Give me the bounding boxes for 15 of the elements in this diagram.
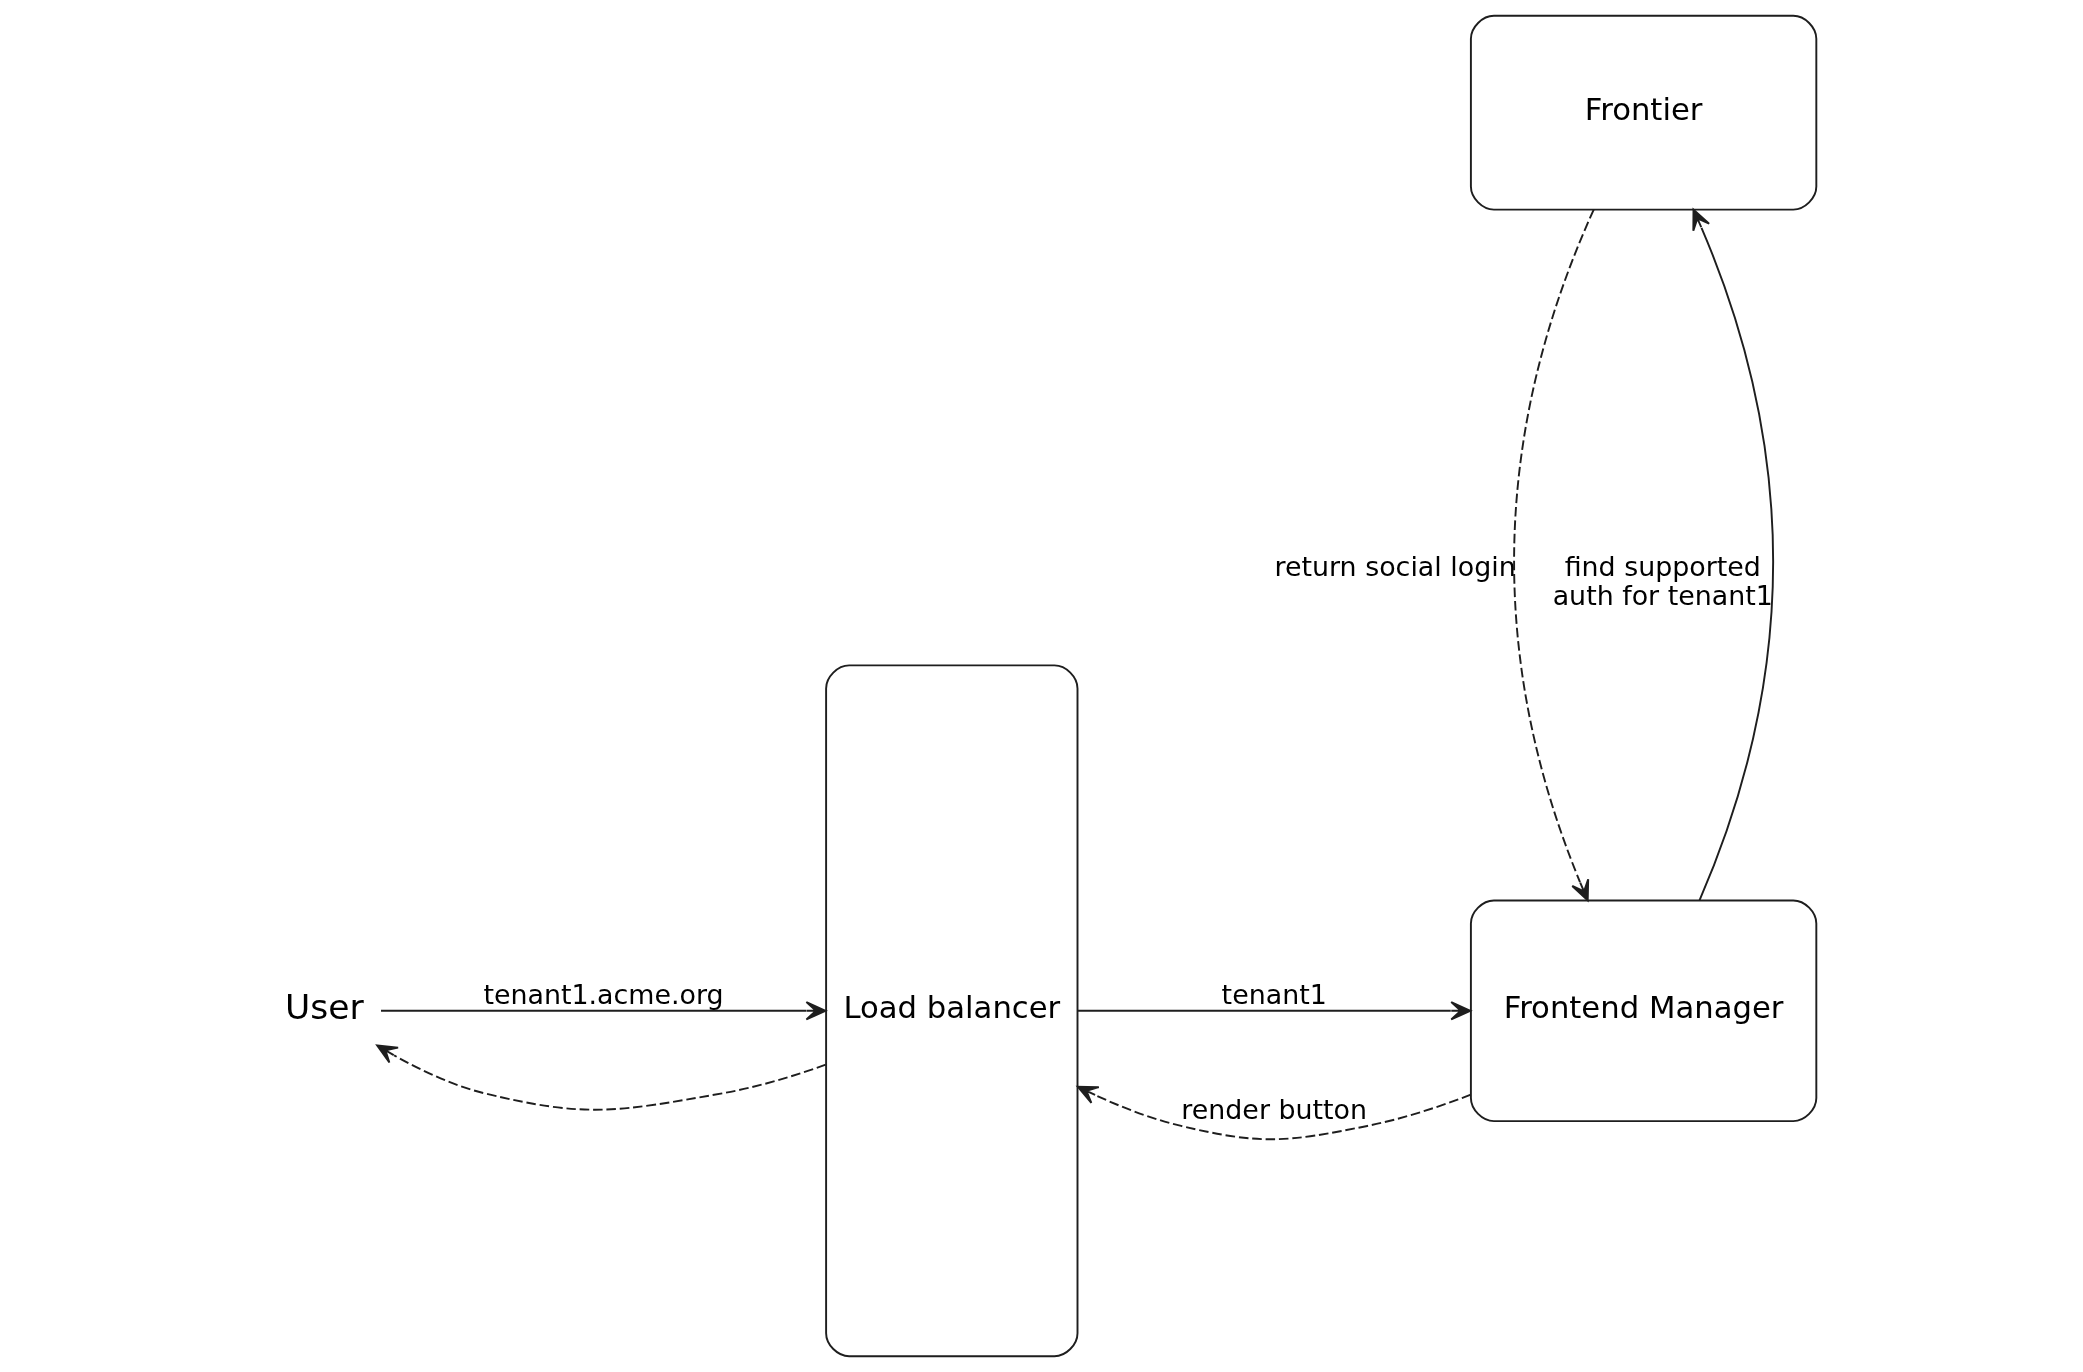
arrow [1076,1085,1472,1141]
arrow [379,1001,827,1021]
arrow [375,1044,827,1111]
node-box: Load balancer [824,664,1078,1358]
arrow [1691,208,1774,902]
node-text: User [284,987,364,1028]
edge-label: tenant1.acme.org [482,978,724,1010]
arrow [1076,1001,1471,1021]
edge-label: tenant1 [1221,978,1327,1010]
edge-label: find supported auth for tenant1 [1552,551,1773,612]
arrow [1512,208,1595,902]
node-box: Frontend Manager [1469,899,1817,1123]
edge-label: return social login [1274,550,1516,582]
edge-label: render button [1180,1093,1367,1125]
node-box: Frontier [1469,14,1817,211]
